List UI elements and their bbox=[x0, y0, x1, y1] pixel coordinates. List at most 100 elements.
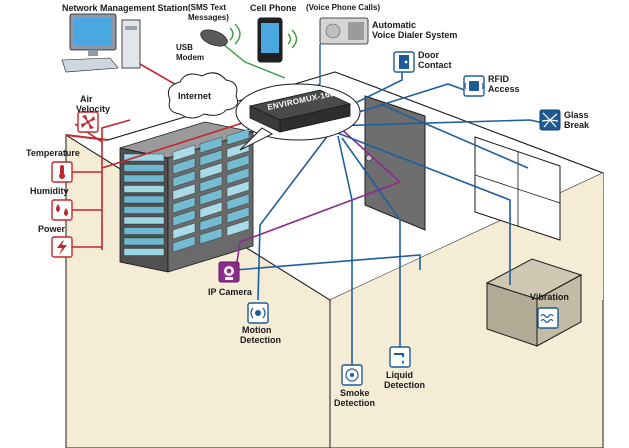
motion-label-line1: Motion bbox=[242, 325, 272, 335]
liquid-label-line2: Detection bbox=[384, 380, 425, 390]
rack-blade bbox=[123, 248, 165, 256]
rack-blade bbox=[123, 237, 165, 246]
ip-camera-label: IP Camera bbox=[208, 287, 253, 297]
motion-label-line2: Detection bbox=[240, 335, 281, 345]
server-racks bbox=[119, 121, 254, 273]
rack-blade bbox=[199, 149, 223, 167]
cell-phone[interactable] bbox=[257, 17, 298, 63]
rack-blade bbox=[226, 180, 250, 198]
cloud-shape bbox=[167, 72, 239, 119]
smoke-label-line1: Smoke bbox=[340, 388, 370, 398]
rack-blade bbox=[172, 235, 196, 253]
smoke-detector-icon[interactable] bbox=[341, 364, 363, 386]
device-side bbox=[249, 105, 281, 133]
rack-blade bbox=[226, 128, 250, 146]
vibration-crate bbox=[485, 258, 583, 347]
rack-blade bbox=[226, 154, 250, 172]
internet-label: Internet bbox=[178, 91, 211, 101]
faucet-icon[interactable] bbox=[389, 346, 411, 368]
nms-workstation[interactable] bbox=[61, 13, 141, 73]
cell-phone-screen bbox=[261, 23, 279, 53]
rack-blade bbox=[226, 206, 250, 224]
camera-icon[interactable] bbox=[218, 261, 240, 283]
thermometer-icon[interactable] bbox=[51, 161, 73, 183]
nms-tower-drive bbox=[125, 26, 137, 30]
sms-label-line1: (SMS Text bbox=[188, 3, 226, 12]
rack-blade bbox=[172, 144, 196, 162]
glass-break-label-line1: Glass bbox=[564, 110, 589, 120]
rack-blade bbox=[199, 136, 223, 154]
sensor-line-liquid bbox=[341, 137, 401, 350]
camera-cable bbox=[236, 125, 402, 263]
rack-blade bbox=[123, 227, 165, 235]
rack-blade bbox=[226, 193, 250, 211]
rack-blade bbox=[123, 206, 165, 214]
liquid-label-line1: Liquid bbox=[386, 370, 413, 380]
nms-tower bbox=[121, 19, 141, 69]
door bbox=[364, 95, 426, 231]
vibration-label: Vibration bbox=[530, 292, 569, 302]
door-panel bbox=[364, 95, 426, 231]
rack-blade bbox=[172, 196, 196, 214]
nms-screen bbox=[74, 18, 112, 45]
sensor-line-vibration bbox=[334, 131, 511, 285]
usb-modem-label-line2: Modem bbox=[176, 53, 204, 62]
rack-units bbox=[123, 128, 250, 256]
fan-icon[interactable] bbox=[77, 111, 99, 133]
voice-dialer-label-line2: Voice Dialer System bbox=[372, 30, 457, 40]
rack-blade bbox=[199, 188, 223, 206]
vibration-wave-icon[interactable] bbox=[537, 307, 559, 329]
voice-dialer-speaker bbox=[325, 23, 341, 39]
voice-dialer-label-line1: Automatic bbox=[372, 20, 416, 30]
usb-modem-label-line1: USB bbox=[176, 43, 193, 52]
rack-blade bbox=[172, 183, 196, 201]
door-contact-label-line2: Contact bbox=[418, 60, 452, 70]
door-contact-label-line1: Door bbox=[418, 50, 439, 60]
usb-cable bbox=[217, 39, 286, 79]
rack-blade bbox=[199, 227, 223, 245]
rack-blade bbox=[199, 175, 223, 193]
phone-signal-icon bbox=[287, 29, 298, 49]
rack-blade bbox=[172, 222, 196, 240]
rfid-label-line1: RFID bbox=[488, 74, 509, 84]
usb-modem[interactable] bbox=[198, 23, 241, 49]
internet-cloud: Internet bbox=[167, 72, 239, 119]
nms-label: Network Management Station bbox=[62, 3, 188, 13]
rack-blade bbox=[123, 195, 165, 204]
glass-break-label-line2: Break bbox=[564, 120, 590, 130]
rack-blade bbox=[172, 209, 196, 227]
lightning-bolt-icon[interactable] bbox=[51, 236, 73, 258]
rack-blade bbox=[172, 157, 196, 175]
signal-waves-icon bbox=[229, 23, 241, 45]
rfid-icon[interactable] bbox=[463, 75, 485, 97]
temperature-label: Temperature bbox=[26, 148, 80, 158]
rack-blade bbox=[172, 170, 196, 188]
rack-blade bbox=[199, 201, 223, 219]
air-velocity-label-line2: Velocity bbox=[76, 104, 110, 114]
rack-blade bbox=[123, 216, 165, 225]
glass-break-icon[interactable] bbox=[539, 109, 561, 131]
wall-trim bbox=[65, 134, 109, 141]
rack-blade bbox=[123, 174, 165, 183]
usb-modem-body bbox=[200, 29, 228, 47]
sensor-line-floor bbox=[234, 254, 421, 271]
rack-blade bbox=[226, 167, 250, 185]
voice-dialer-keypad bbox=[348, 22, 364, 40]
rack-blade bbox=[199, 162, 223, 180]
sensor-line-smoke bbox=[337, 135, 353, 365]
labels: Network Management Station (SMS Text Mes… bbox=[26, 3, 590, 408]
motion-sensor-icon[interactable] bbox=[247, 302, 269, 324]
water-drops-icon[interactable] bbox=[51, 199, 73, 221]
rack-blade bbox=[226, 219, 250, 237]
rack-blade bbox=[199, 214, 223, 232]
env-line-racks bbox=[101, 119, 131, 142]
window-mullion-h bbox=[474, 174, 561, 204]
sms-label-line2: Messages) bbox=[188, 13, 229, 22]
callout-tail bbox=[239, 127, 274, 151]
voice-dialer[interactable] bbox=[319, 17, 369, 45]
power-label: Power bbox=[38, 224, 66, 234]
door-contact-icon[interactable] bbox=[393, 51, 415, 73]
humidity-label: Humidity bbox=[30, 186, 69, 196]
smoke-label-line2: Detection bbox=[334, 398, 375, 408]
